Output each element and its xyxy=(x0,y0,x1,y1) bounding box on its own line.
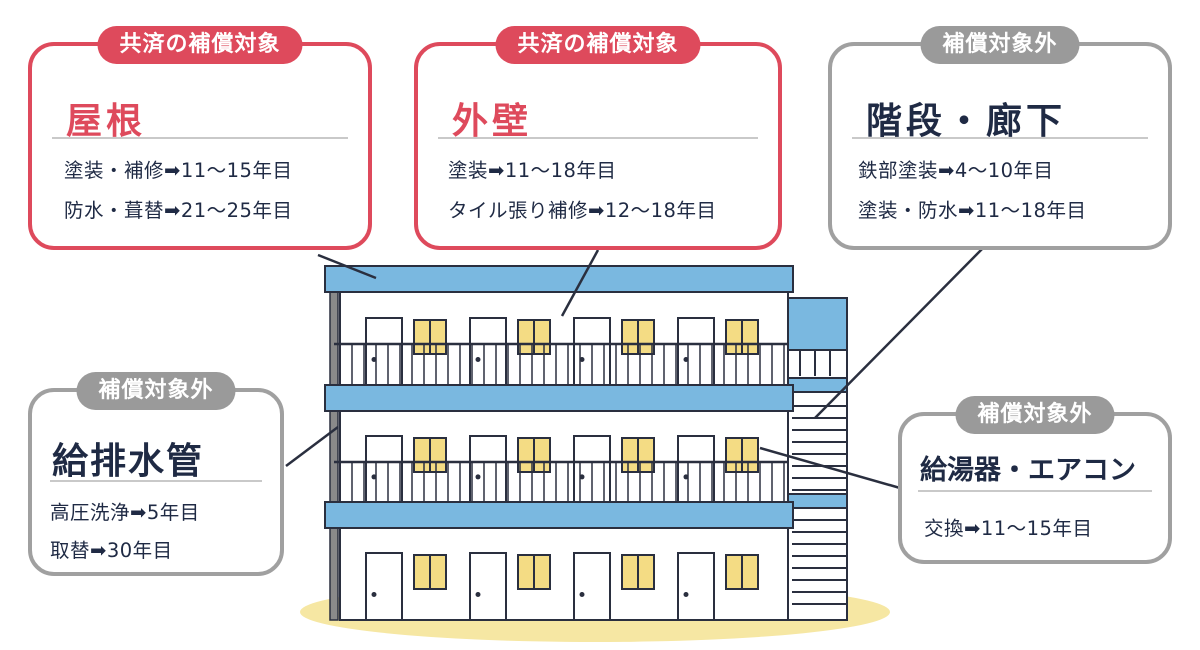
door xyxy=(677,435,715,503)
door xyxy=(365,552,403,621)
stairs-corridor-info-card: 補償対象外 階段・廊下 鉄部塗装➡4～10年目 塗装・防水➡11～18年目 xyxy=(828,26,1172,250)
divider xyxy=(50,480,262,482)
door-knob xyxy=(683,592,689,598)
leader-lines xyxy=(285,245,986,490)
maintenance-line: 塗装・防水➡11～18年目 xyxy=(858,199,1087,222)
maintenance-line: 交換➡11～15年目 xyxy=(924,517,1093,540)
water-pipe-info-card: 補償対象外 給排水管 高圧洗浄➡5年目 取替➡30年目 xyxy=(28,372,284,576)
door xyxy=(469,552,507,621)
door xyxy=(365,317,403,386)
floor-slab-1 xyxy=(324,501,794,529)
card-title: 外壁 xyxy=(452,101,533,142)
roof-info-card: 共済の補償対象 屋根 塗装・補修➡11～15年目 防水・葺替➡21～25年目 xyxy=(28,26,372,250)
door xyxy=(677,317,715,386)
water-heater-ac-info-card: 補償対象外 給湯器・エアコン 交換➡11～15年目 xyxy=(898,396,1172,564)
covered-badge: 共済の補償対象 xyxy=(97,26,303,64)
card-title: 屋根 xyxy=(66,101,147,142)
divider xyxy=(438,137,758,139)
building-body xyxy=(339,289,789,621)
floor-slab-2 xyxy=(324,384,794,412)
card-title: 給排水管 xyxy=(52,441,205,482)
door xyxy=(677,552,715,621)
maintenance-line: 防水・葺替➡21～25年目 xyxy=(64,199,293,222)
not-covered-badge: 補償対象外 xyxy=(920,26,1080,64)
door-knob xyxy=(371,592,377,598)
maintenance-line: 塗装➡11～18年目 xyxy=(448,159,617,182)
divider xyxy=(918,490,1152,492)
door-knob xyxy=(475,474,481,480)
apartment-units xyxy=(334,317,788,621)
divider xyxy=(852,137,1148,139)
divider xyxy=(52,137,348,139)
not-covered-badge: 補償対象外 xyxy=(76,372,236,410)
maintenance-line: 塗装・補修➡11～15年目 xyxy=(64,159,293,182)
door-knob xyxy=(475,592,481,598)
door xyxy=(573,552,611,621)
maintenance-line: 鉄部塗装➡4～10年目 xyxy=(858,159,1054,182)
card-title: 給湯器・エアコン xyxy=(920,455,1136,486)
maintenance-line: 高圧洗浄➡5年目 xyxy=(50,501,200,524)
door xyxy=(469,435,507,503)
covered-badge: 共済の補償対象 xyxy=(495,26,701,64)
maintenance-line: 取替➡30年目 xyxy=(50,539,173,562)
door-knob xyxy=(579,592,585,598)
wall-info-card: 共済の補償対象 外壁 塗装➡11～18年目 タイル張り補修➡12～18年目 xyxy=(414,26,782,250)
drain-pipe xyxy=(329,284,339,621)
door xyxy=(469,317,507,386)
card-title: 階段・廊下 xyxy=(866,101,1067,142)
roof-slab xyxy=(324,265,794,293)
door xyxy=(365,435,403,503)
not-covered-badge: 補償対象外 xyxy=(955,396,1115,434)
door-knob xyxy=(475,357,481,363)
maintenance-line: タイル張り補修➡12～18年目 xyxy=(448,199,717,222)
